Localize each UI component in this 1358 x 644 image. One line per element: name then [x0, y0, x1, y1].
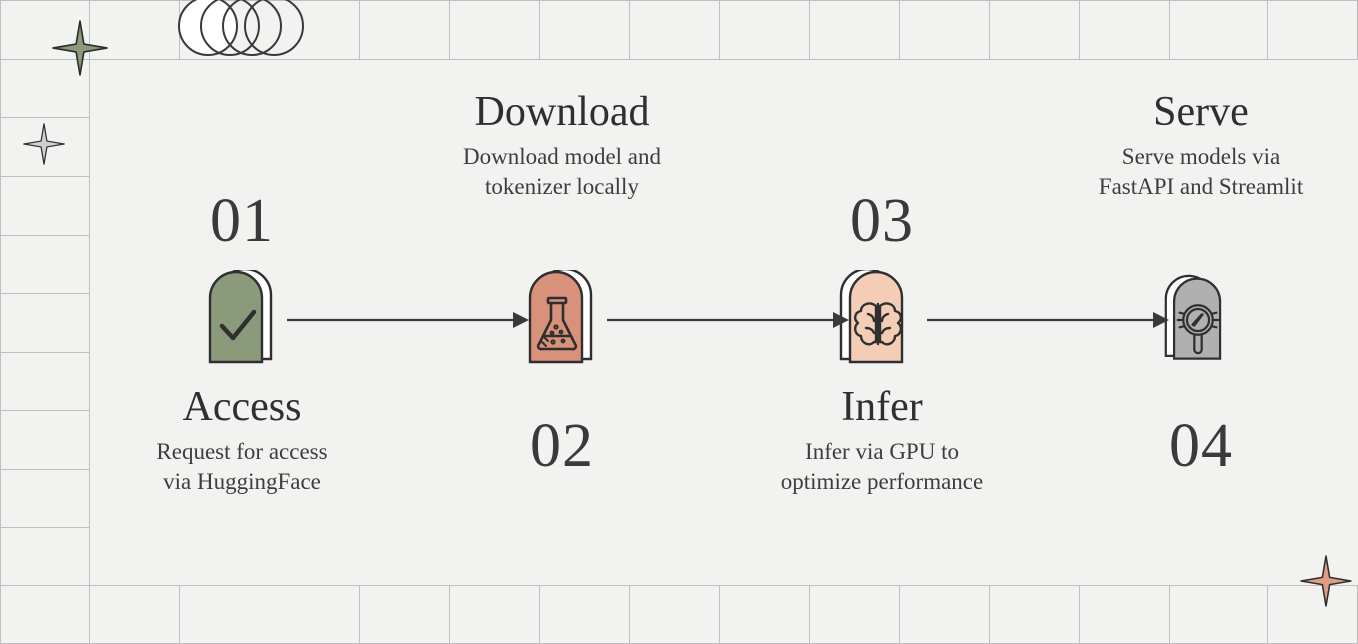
step-01-desc-line-1: Request for access — [156, 439, 328, 465]
step-03-number-block: 03 — [722, 190, 1042, 252]
sparkle-salmon-small-icon — [1300, 555, 1352, 607]
sparkle-gray-small-icon — [23, 123, 65, 165]
connector-arrow-2-to-3 — [607, 312, 849, 328]
step-02-number: 02 — [530, 412, 594, 480]
compass-icon — [1164, 274, 1222, 360]
step-04-desc-line-1: Serve models via — [1121, 144, 1281, 170]
sparkle-green-large-icon — [52, 20, 108, 76]
step-02-description: Download model and tokenizer locally — [402, 142, 722, 202]
step-04-label-block: Serve Serve models via FastAPI and Strea… — [1041, 90, 1358, 202]
step-04-number: 04 — [1169, 412, 1233, 480]
step-01-icon[interactable] — [188, 267, 288, 370]
step-02-number-block: 02 — [402, 415, 722, 477]
step-04-desc-line-2: FastAPI and Streamlit — [1098, 173, 1304, 199]
step-02-desc-line-1: Download model and — [462, 144, 661, 170]
checkmark-icon — [208, 267, 273, 364]
step-02-icon[interactable] — [508, 267, 608, 370]
step-01-desc-line-2: via HuggingFace — [163, 468, 321, 494]
step-01-number-block: 01 — [82, 190, 402, 252]
step-03-icon[interactable] — [828, 267, 928, 370]
step-04-title: Serve — [1153, 89, 1249, 135]
step-03-number: 03 — [850, 187, 914, 255]
grid-line-horizontal — [0, 585, 1358, 586]
step-03-title: Infer — [841, 384, 923, 430]
step-01-title: Access — [182, 384, 302, 430]
step-01-number: 01 — [210, 187, 274, 255]
flask-icon — [528, 267, 593, 364]
step-03-desc-line-2: optimize performance — [780, 468, 984, 494]
content-panel — [90, 60, 1358, 585]
connector-arrow-3-to-4 — [927, 312, 1169, 328]
brain-icon — [839, 267, 904, 364]
step-03-label-block: Infer Infer via GPU to optimize performa… — [722, 385, 1042, 497]
step-04-number-block: 04 — [1041, 415, 1358, 477]
process-flow: 01 Access Request for access via Hugging… — [90, 60, 1358, 585]
step-01-label-block: Access Request for access via HuggingFac… — [82, 385, 402, 497]
step-01-description: Request for access via HuggingFace — [82, 437, 402, 497]
step-03-description: Infer via GPU to optimize performance — [722, 437, 1042, 497]
step-02-desc-line-2: tokenizer locally — [485, 173, 639, 199]
step-04-description: Serve models via FastAPI and Streamlit — [1041, 142, 1358, 202]
step-03-desc-line-1: Infer via GPU to — [805, 439, 959, 465]
connector-arrow-1-to-2 — [287, 312, 529, 328]
step-02-label-block: Download Download model and tokenizer lo… — [402, 90, 722, 202]
step-04-icon[interactable] — [1152, 273, 1252, 373]
step-02-title: Download — [474, 89, 650, 135]
overlapping-circles-decoration — [178, 0, 304, 56]
grid-line-vertical — [0, 0, 1, 644]
